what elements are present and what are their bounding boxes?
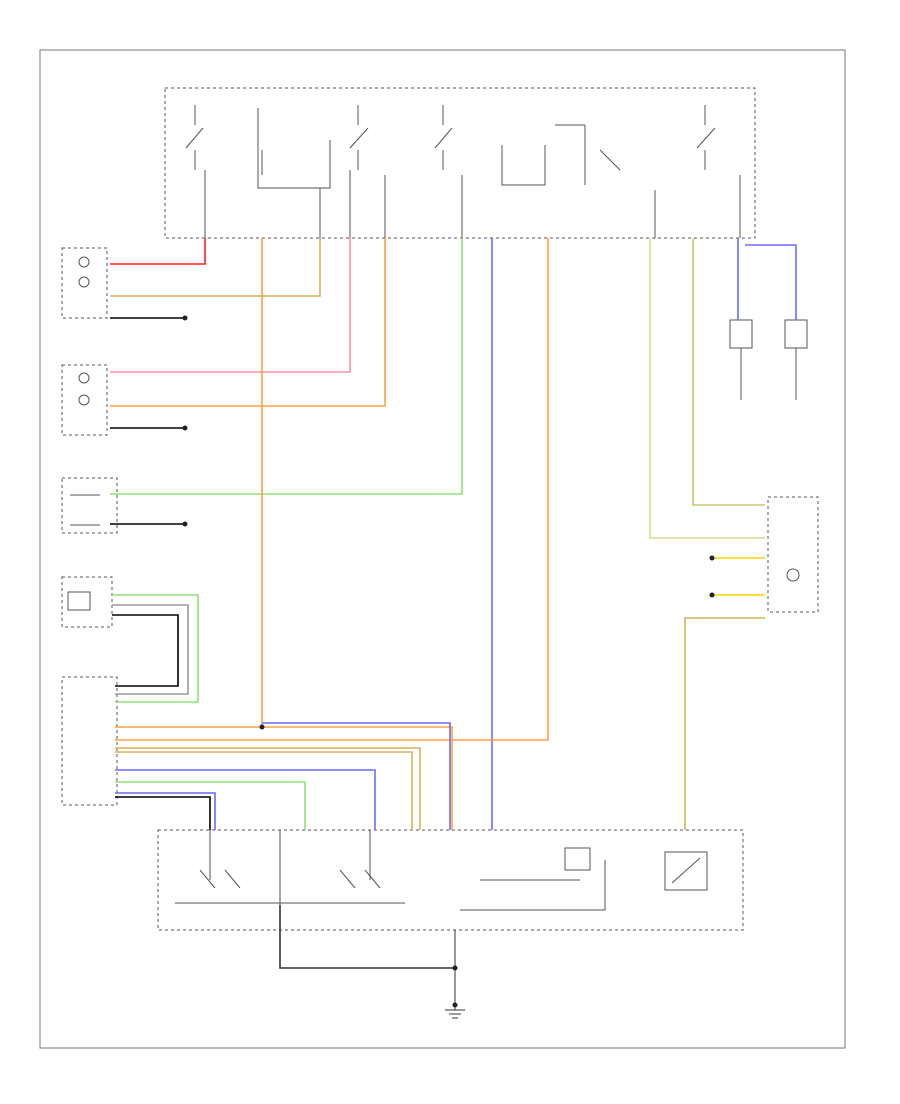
right-headlamp: [61, 364, 108, 436]
wires: [110, 238, 797, 969]
wire-module-blue: [262, 722, 451, 830]
wire-yellow-green: [649, 238, 765, 539]
connector-dots: [182, 315, 715, 1008]
wire-module-green: [115, 781, 306, 830]
wire-module-tan: [115, 747, 421, 830]
wire-module-tan-2: [115, 751, 413, 830]
wire-sensor-green: [112, 594, 199, 703]
wire-sensor-black: [112, 614, 179, 687]
wire-module-blue-2: [115, 769, 376, 830]
right-bulbs: [729, 319, 808, 400]
wire-module-orange: [115, 726, 453, 830]
fuse-1: [185, 105, 204, 170]
fuse-4: [696, 105, 716, 170]
fuse-2: [349, 105, 369, 170]
light-control-module: [61, 676, 118, 806]
relay-1: [257, 108, 331, 189]
wire-module-black: [115, 796, 211, 830]
horn-switch: [61, 477, 118, 534]
wire-ground-bottom: [279, 905, 455, 969]
wire-red: [110, 238, 206, 265]
wire-green: [110, 238, 463, 495]
wire-tan: [110, 238, 321, 297]
wire-pink: [110, 238, 351, 373]
wire-blue-bulb-2: [745, 244, 797, 320]
wire-orange: [110, 238, 386, 407]
bottom-switch-box: [157, 829, 744, 931]
relay-2: [501, 124, 621, 186]
auto-light-sensor: [61, 576, 113, 628]
wire-orange-right: [115, 238, 549, 741]
wire-yellow-green-2: [692, 238, 765, 506]
right-connector: [767, 496, 819, 613]
diagram-frame: [39, 49, 846, 1049]
wire-module-blue-3: [115, 792, 216, 830]
fuse-3: [434, 105, 453, 170]
wire-orange-right-down: [684, 617, 765, 830]
left-headlamp: [61, 247, 108, 319]
wire-sensor-gray: [112, 604, 189, 695]
fuse-relay-box: [164, 87, 756, 239]
